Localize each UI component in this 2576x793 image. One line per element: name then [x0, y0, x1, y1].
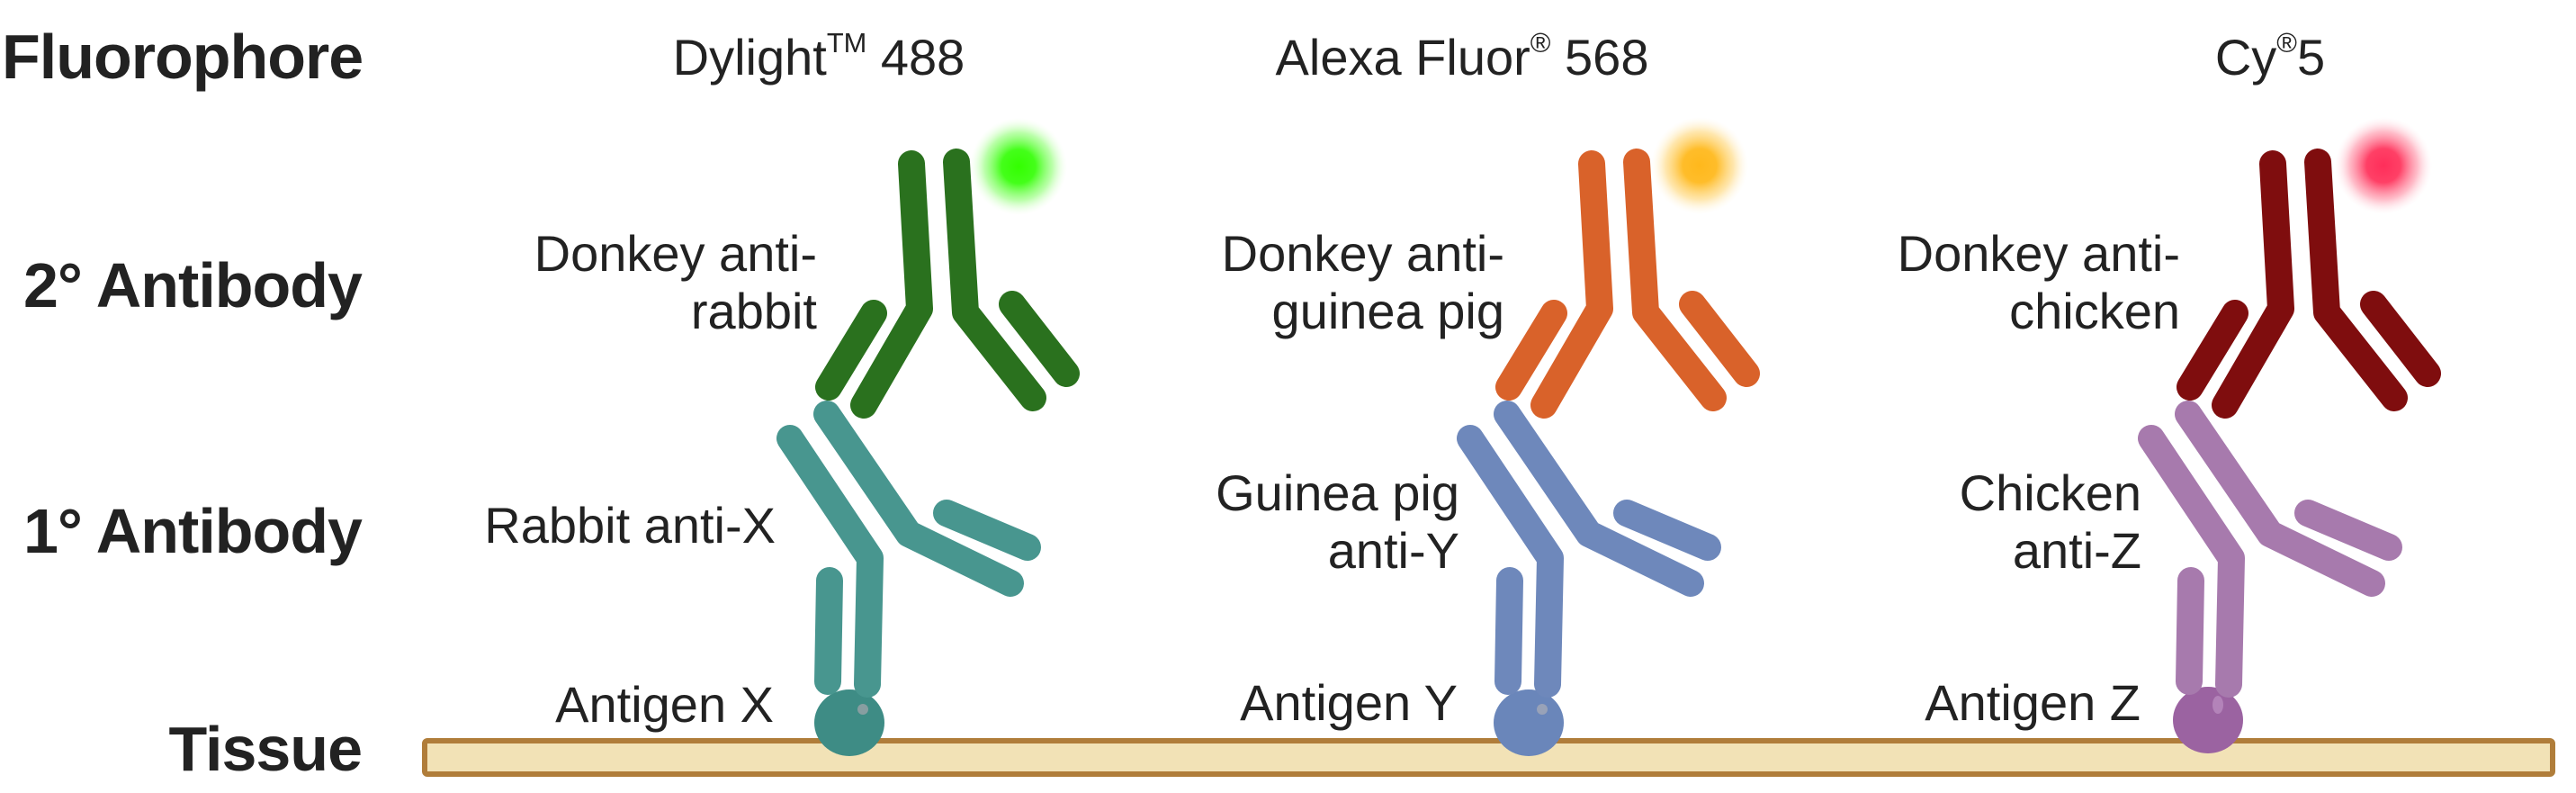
row-label-tissue: Tissue	[168, 714, 364, 784]
secondary-antibody-label-1: Donkey anti- rabbit	[534, 225, 817, 340]
trademark-mark: TM	[826, 27, 867, 59]
tissue-bar	[422, 738, 2555, 777]
label-line: chicken	[2009, 283, 2180, 339]
fluorophore-number: 488	[880, 29, 965, 86]
label-line: Donkey anti-	[1221, 225, 1504, 282]
registered-mark: ®	[1530, 27, 1551, 59]
label-line: rabbit	[690, 283, 817, 339]
registered-mark: ®	[2276, 27, 2297, 59]
fluorophore-glow-alexa-568	[1651, 117, 1748, 214]
label-line: Donkey anti-	[1897, 225, 2180, 282]
secondary-antibody-label-3: Donkey anti- chicken	[1898, 225, 2180, 340]
primary-antibody-rabbit-anti-x	[790, 414, 1028, 684]
row-label-secondary-antibody: 2° Antibody	[22, 250, 363, 320]
antigen-highlight-icon	[1537, 704, 1548, 715]
column-2	[1470, 117, 1748, 756]
primary-antibody-chicken-anti-z	[2151, 414, 2389, 684]
primary-antibody-label-3: Chicken anti-Z	[1960, 464, 2141, 580]
fluorophore-name: Cy	[2214, 29, 2277, 86]
primary-antibody-guinea-pig-anti-y	[1470, 414, 1708, 684]
primary-antibody-label-1: Rabbit anti-X	[484, 497, 776, 554]
label-line: Rabbit anti-X	[484, 497, 776, 554]
fluorophore-name: Dylight	[672, 29, 827, 86]
column-3	[2151, 117, 2432, 753]
fluorophore-glow-cy5	[2335, 117, 2432, 214]
antigen-label-1: Antigen X	[555, 676, 774, 733]
label-line: Donkey anti-	[534, 225, 817, 282]
label-line: Guinea pig	[1216, 464, 1459, 521]
row-label-fluorophore: Fluorophore	[2, 22, 364, 92]
antigen-label-2: Antigen Y	[1240, 674, 1458, 731]
antigen-z	[2173, 687, 2243, 753]
primary-antibody-label-2: Guinea pig anti-Y	[1216, 464, 1459, 580]
antigen-y	[1494, 689, 1564, 756]
row-label-primary-antibody: 1° Antibody	[22, 496, 363, 566]
column-1	[790, 118, 1067, 756]
fluorophore-title-3: Cy®5	[2000, 29, 2540, 86]
label-line: guinea pig	[1271, 283, 1504, 339]
antigen-label-3: Antigen Z	[1925, 674, 2141, 731]
fluorophore-number: 5	[2297, 29, 2326, 86]
fluorophore-title-1: DylightTM 488	[549, 29, 1089, 86]
fluorophore-title-2: Alexa Fluor® 568	[1192, 29, 1732, 86]
antigen-highlight-icon	[857, 704, 868, 715]
label-line: anti-Y	[1327, 522, 1459, 579]
fluorophore-name: Alexa Fluor	[1275, 29, 1530, 86]
fluorophore-glow-dylight-488	[970, 118, 1067, 215]
antigen-highlight-icon	[2212, 696, 2223, 714]
label-line: anti-Z	[2012, 522, 2141, 579]
label-line: Chicken	[1959, 464, 2141, 521]
secondary-antibody-label-2: Donkey anti- guinea pig	[1222, 225, 1504, 340]
antigen-x	[814, 689, 884, 756]
fluorophore-number: 568	[1565, 29, 1649, 86]
